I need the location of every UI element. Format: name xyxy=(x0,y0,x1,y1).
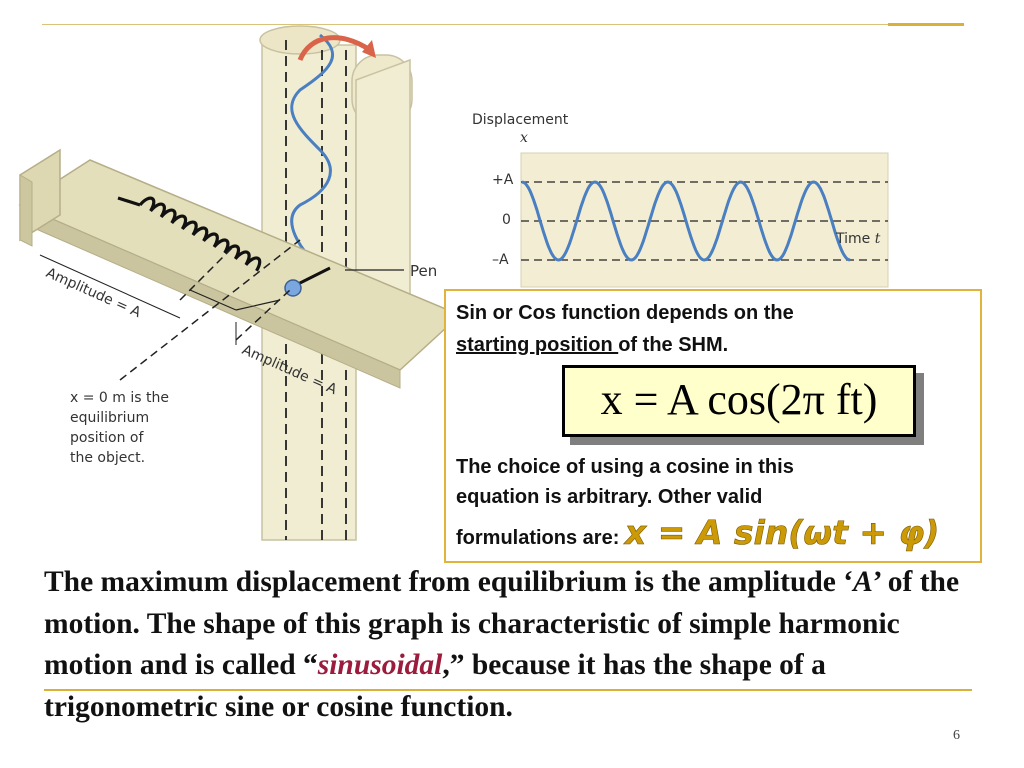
amplitude-symbol: A xyxy=(853,566,873,598)
amp-arrow xyxy=(189,289,237,311)
pen-label: Pen xyxy=(410,262,438,280)
mass-ball xyxy=(284,279,302,297)
amp-leader xyxy=(39,254,181,319)
top-rule-accent xyxy=(888,23,964,26)
spring xyxy=(117,196,262,272)
equilibrium-note: x = 0 m is the equilibrium position of t… xyxy=(70,390,169,466)
cosine-equation: x = A cos(2π ft) xyxy=(600,375,878,424)
amp-arrow xyxy=(235,299,281,311)
sine-formula: x = A sin(ωt + φ) xyxy=(624,513,940,552)
callout-line-2: starting position of the SHM. xyxy=(456,334,729,356)
page-number: 6 xyxy=(953,728,960,743)
top-rule xyxy=(42,24,964,25)
pen-trace xyxy=(290,33,334,272)
pen-arm xyxy=(295,266,331,287)
callout-line-3: The choice of using a cosine in this xyxy=(456,456,794,478)
wall-face xyxy=(19,174,33,247)
callout-line-4: equation is arbitrary. Other valid xyxy=(456,486,763,508)
rotation-arrow xyxy=(297,35,372,62)
starting-position-text: starting position xyxy=(456,334,619,356)
sinusoidal-term: sinusoidal xyxy=(317,649,443,681)
explanation-paragraph: The maximum displacement from equilibriu… xyxy=(44,566,960,723)
graph-xlabel: Time t xyxy=(836,231,881,247)
graph-panel xyxy=(520,152,889,288)
tick-plus-a: +A xyxy=(492,172,514,188)
equation-box: x = A cos(2π ft) xyxy=(562,365,916,437)
tick-minus-a: –A xyxy=(492,252,509,268)
graph-ylabel: Displacement xyxy=(472,112,569,128)
tick-zero: 0 xyxy=(502,212,511,228)
rotation-arrowhead xyxy=(362,40,376,58)
bottom-rule xyxy=(44,689,972,691)
displacement-wave xyxy=(521,180,851,262)
graph-ysymbol: x xyxy=(520,130,528,146)
callout-line-5: formulations are: x = A sin(ωt + φ) xyxy=(456,513,940,552)
callout-line-1: Sin or Cos function depends on the xyxy=(456,302,794,324)
callout-box: Sin or Cos function depends on the start… xyxy=(444,289,982,563)
